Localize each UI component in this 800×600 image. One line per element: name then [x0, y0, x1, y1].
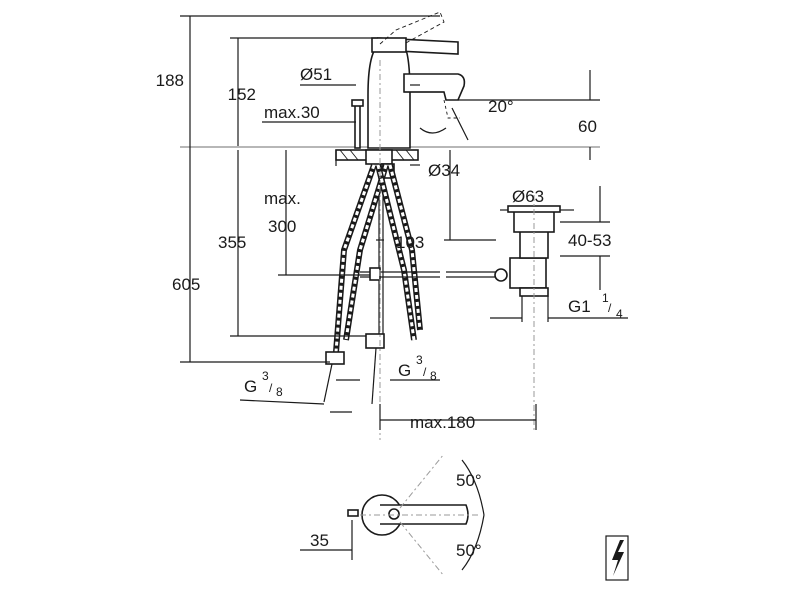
dim-max-label: max.	[264, 189, 301, 208]
dim-40-53: 40-53	[568, 231, 611, 250]
pop-up-waste	[360, 195, 561, 430]
dim-rotation-bottom: 50°	[456, 541, 482, 560]
dim-max-300: 300	[268, 217, 296, 236]
dim-g-left-sub: 8	[276, 385, 283, 399]
dim-rotation-top: 50°	[456, 471, 482, 490]
dimension-lines	[180, 15, 628, 430]
dim-g-right-sup: 3	[416, 353, 423, 367]
dim-g-right-sub: 8	[430, 369, 437, 383]
dim-103: 103	[396, 233, 424, 252]
supply-hoses	[323, 164, 423, 405]
dim-diameter-63: Ø63	[512, 187, 544, 206]
dim-g-right: G	[398, 361, 411, 380]
dim-g1-quarter-sub: 4	[616, 307, 623, 321]
dim-g1-quarter: G1	[568, 297, 591, 316]
dim-g-left-slash: /	[269, 381, 273, 395]
top-view	[300, 453, 485, 577]
dim-g1-quarter-slash: /	[608, 301, 612, 315]
dim-g-right-slash: /	[423, 365, 427, 379]
dim-152: 152	[228, 85, 256, 104]
dim-355: 355	[218, 233, 246, 252]
dim-diameter-34: Ø34	[428, 161, 460, 180]
dim-60: 60	[578, 117, 597, 136]
dim-angle-20: 20°	[488, 97, 514, 116]
dim-lever-35: 35	[310, 531, 329, 550]
dim-diameter-51: Ø51	[300, 65, 332, 84]
dim-g-left-sup: 3	[262, 369, 269, 383]
dim-g-left: G	[244, 377, 257, 396]
dim-188: 188	[156, 71, 184, 90]
lightning-bolt-icon	[605, 535, 629, 581]
dim-max-180: max.180	[410, 413, 475, 432]
faucet-body	[180, 11, 600, 149]
dim-max-30: max.30	[264, 103, 320, 122]
dim-g1-quarter-sup: 1	[602, 291, 609, 305]
dim-605: 605	[172, 275, 200, 294]
